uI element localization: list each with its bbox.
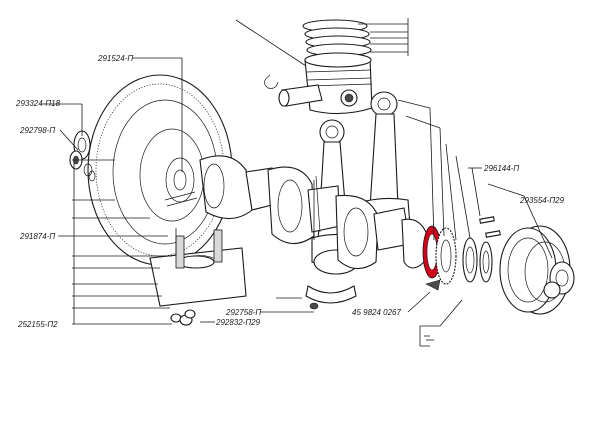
piston-rings <box>302 19 372 57</box>
spacer-rings <box>462 237 493 283</box>
rod-cap <box>305 285 357 310</box>
label-459824: 45 9824 0267 <box>352 308 401 317</box>
label-291524: 291524-П <box>97 54 133 63</box>
timing-pins <box>479 216 501 238</box>
main-bearing-cap <box>149 229 247 307</box>
label-293554: 293554-П29 <box>519 196 565 205</box>
leader-lines <box>40 18 553 347</box>
vertical-bolt <box>175 180 315 256</box>
bearing-bolts-nuts <box>170 309 196 326</box>
label-292798: 292798-П <box>19 126 55 135</box>
circlip <box>264 74 279 89</box>
label-296144: 296144-П <box>483 164 519 173</box>
label-293324: 293324-П18 <box>15 99 61 108</box>
woodruff-key <box>425 279 441 291</box>
label-291874: 291874-П <box>19 232 55 241</box>
label-252155: 252155-П2 <box>17 320 58 329</box>
crankshaft-pulley <box>499 225 575 315</box>
crankshaft-gear-highlighted <box>422 225 442 279</box>
timing-gear <box>435 227 457 285</box>
label-292758: 292758-П <box>225 308 261 317</box>
part-number-labels: 291524-П 293324-П18 292798-П 291874-П 25… <box>15 54 565 329</box>
label-292832: 292832-П29 <box>215 318 261 327</box>
piston <box>304 52 373 115</box>
piston-pin <box>278 84 323 107</box>
crankshaft <box>199 155 427 270</box>
